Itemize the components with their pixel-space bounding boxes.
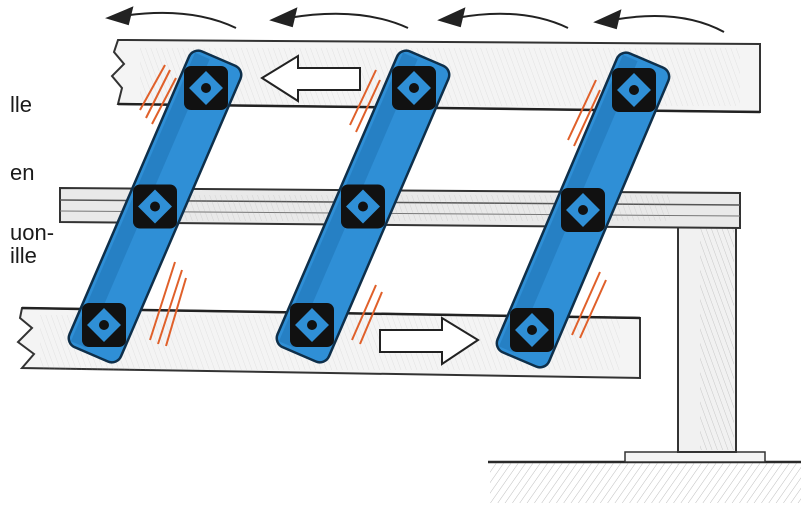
curved-arrow-left-icon [269, 7, 409, 29]
square-connector-icon [133, 184, 177, 229]
blue-link [275, 49, 451, 364]
curved-arrow-left-icon-group [105, 6, 725, 33]
square-connector-icon [81, 303, 126, 348]
arrow-left-icon [260, 54, 361, 103]
square-connector-icon [290, 303, 334, 348]
curved-arrow-left-icon [437, 7, 569, 29]
blue-link [67, 49, 243, 364]
blue-links [67, 49, 671, 369]
text-fragment-2: en [10, 160, 34, 185]
square-connector-icon [510, 308, 554, 352]
text-fragment-1: lle [10, 92, 32, 117]
square-connector-icon [392, 66, 436, 110]
arrow-right-icon [379, 316, 480, 366]
support-post [639, 196, 737, 453]
square-connector-icon [184, 66, 228, 110]
blue-link [495, 51, 671, 369]
square-connector-icon [561, 188, 605, 232]
curved-arrow-left-icon [593, 9, 725, 33]
curved-arrow-left-icon [105, 6, 237, 29]
friction-marks [139, 64, 607, 347]
text-fragment-4: ille [10, 243, 37, 268]
square-connector-icon [612, 68, 656, 112]
square-connector-icon [341, 184, 385, 229]
text-fragment-3: uon- [10, 220, 54, 245]
ground [488, 451, 801, 503]
